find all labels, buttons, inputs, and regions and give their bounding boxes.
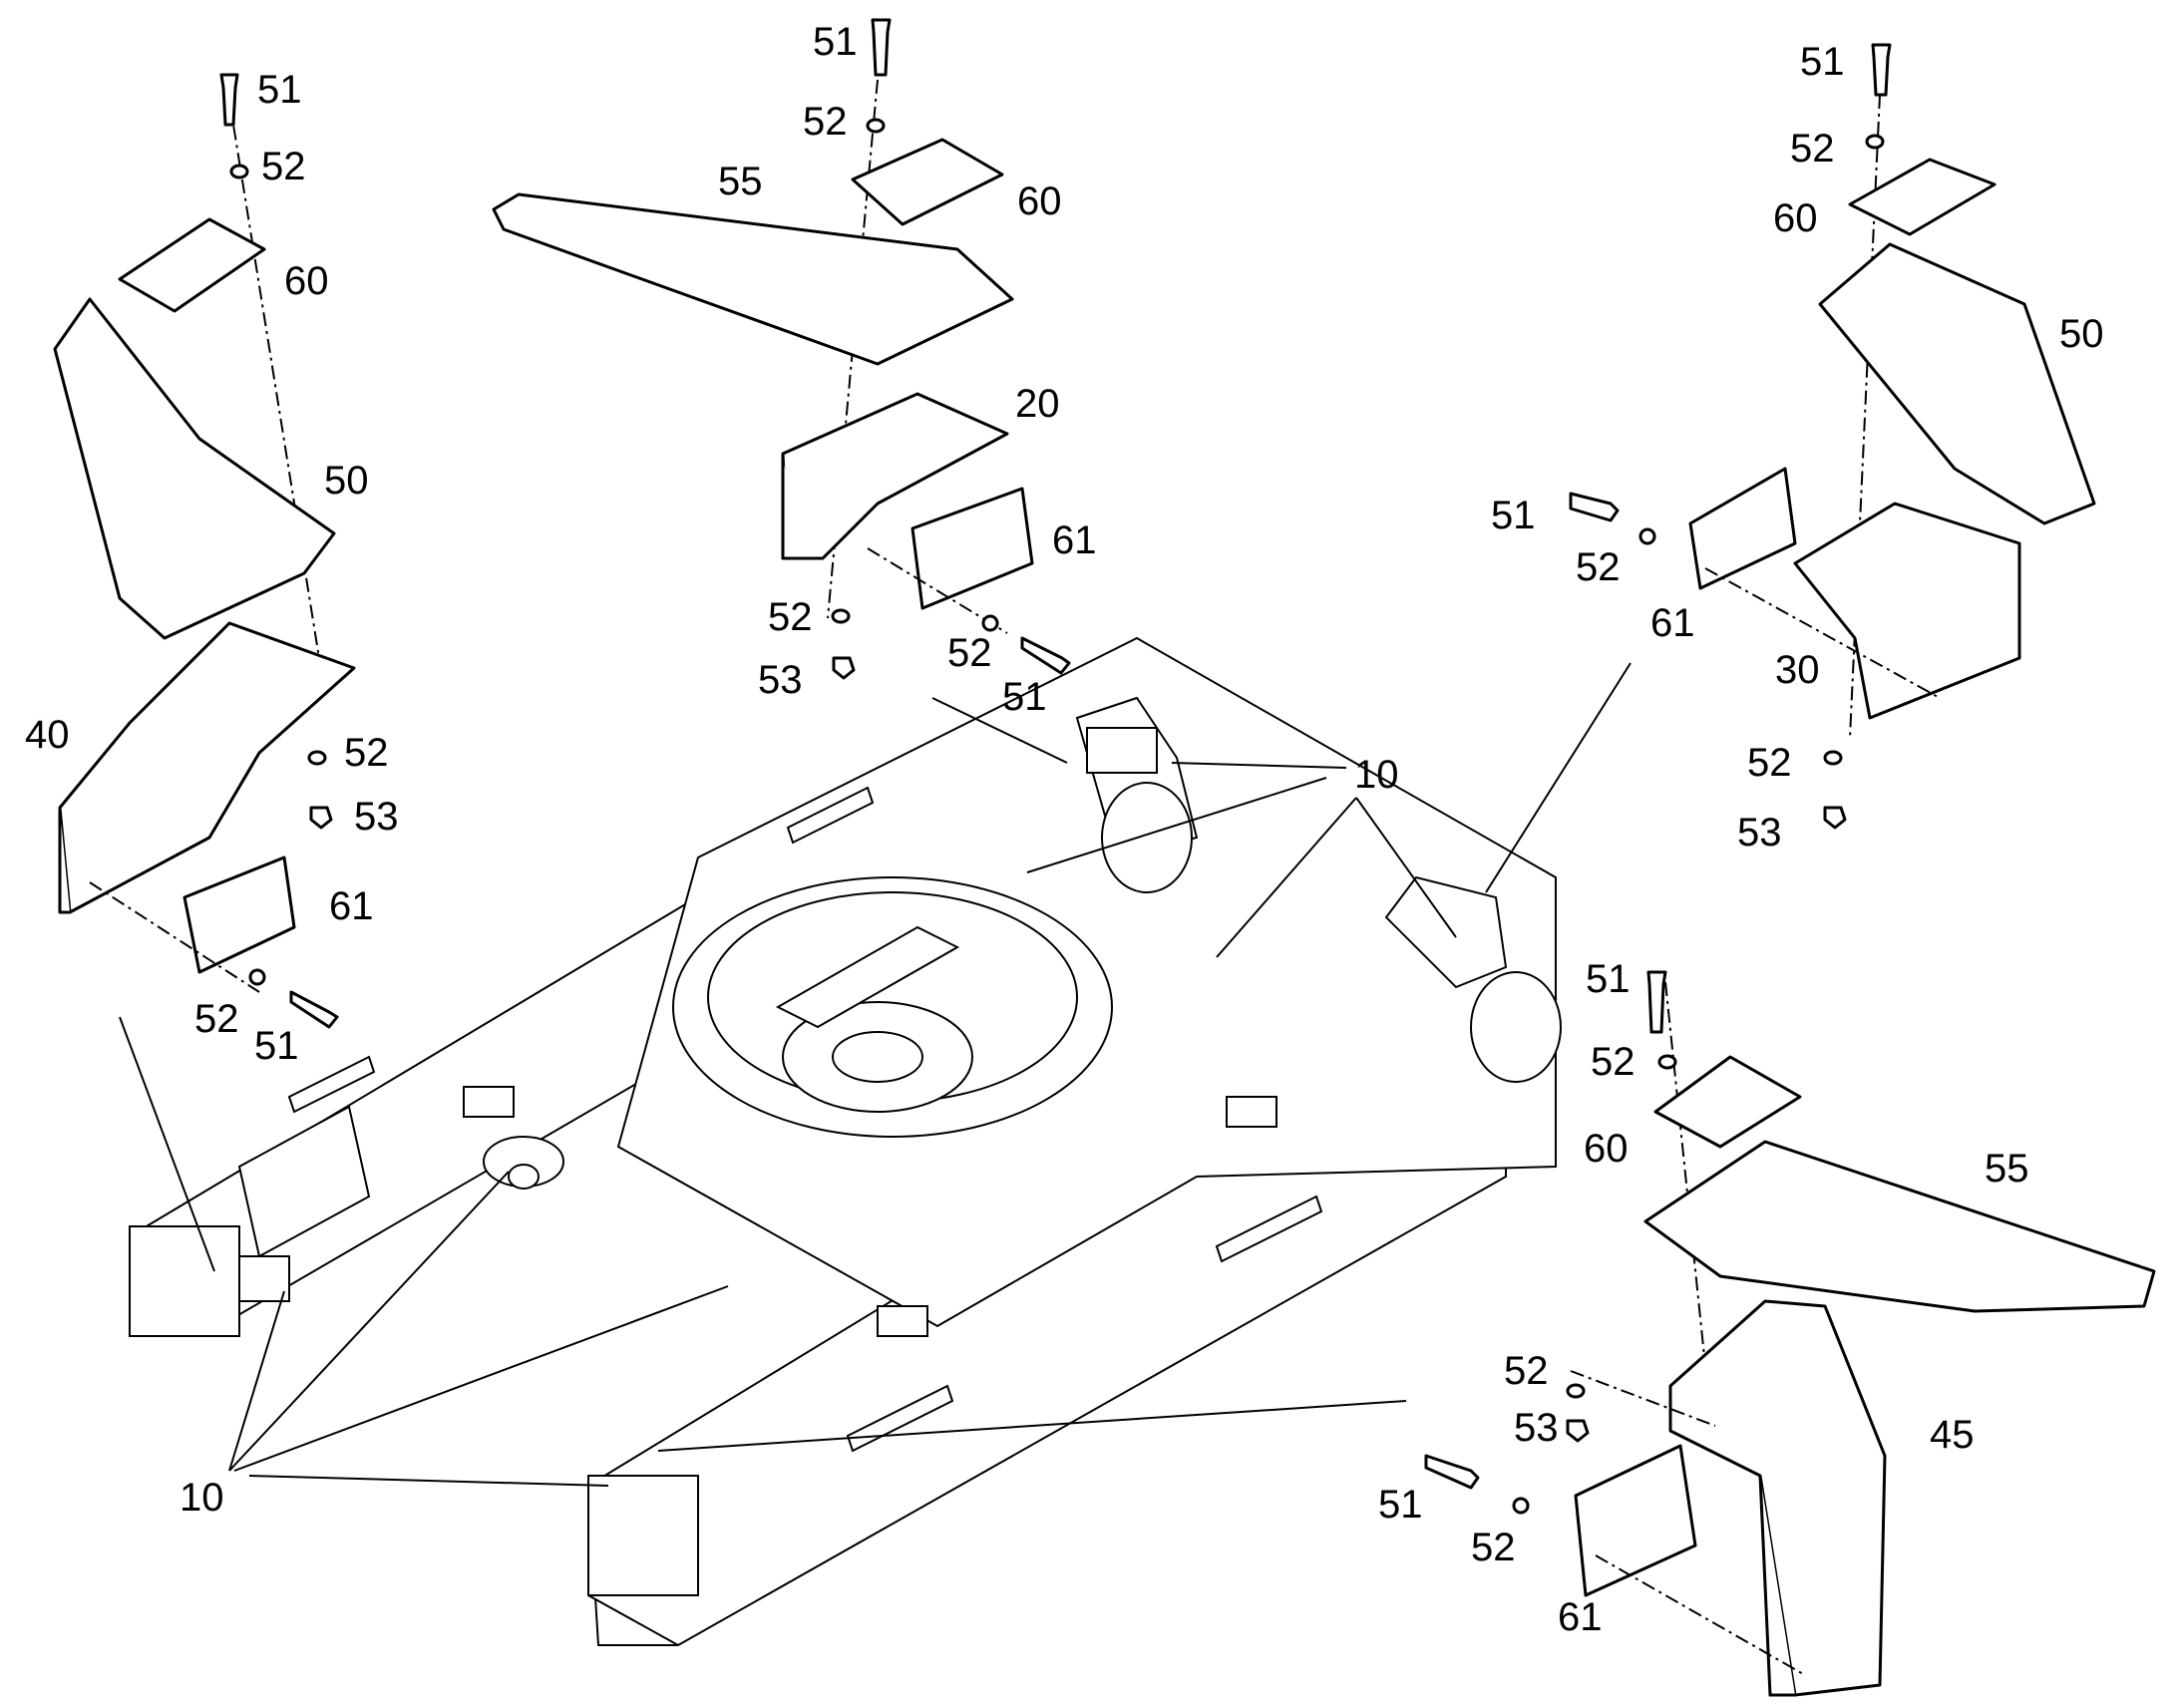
bolt-51b-tc [1020, 636, 1071, 675]
label-55-tc: 55 [718, 160, 763, 203]
nut-53-tc [832, 656, 856, 680]
callout-labels: 51 52 60 50 40 52 53 61 52 51 51 52 55 6… [25, 20, 2104, 1639]
nut-53-tl [309, 806, 333, 830]
washer-52-tl [229, 164, 249, 179]
label-60-br: 60 [1584, 1127, 1629, 1171]
plate-55-br [1643, 1140, 2156, 1313]
label-55-br: 55 [1985, 1147, 2029, 1191]
top-left-assembly [53, 73, 356, 1272]
label-53-tl: 53 [354, 795, 399, 839]
label-60-tr: 60 [1773, 196, 1818, 240]
plate-60-br [1653, 1055, 1802, 1149]
label-51-br: 51 [1586, 957, 1631, 1001]
washer-52b-br [1566, 1383, 1586, 1399]
label-20-tc: 20 [1015, 382, 1060, 426]
block-61-tr [1688, 467, 1797, 590]
label-52c-tc: 52 [947, 631, 992, 675]
washer-52b-tr [1638, 527, 1656, 545]
label-51-tc: 51 [813, 20, 858, 64]
label-40-tl: 40 [25, 713, 70, 757]
label-30-tr: 30 [1775, 648, 1820, 692]
top-center-assembly [492, 18, 1071, 764]
label-10-bottom: 10 [180, 1476, 224, 1520]
label-10-top: 10 [1354, 753, 1399, 797]
nut-53-tr [1823, 806, 1847, 830]
washer-52-br [1657, 1054, 1677, 1070]
label-51b-br: 51 [1378, 1483, 1423, 1527]
label-52c-br: 52 [1471, 1526, 1516, 1569]
label-51-tr: 51 [1800, 40, 1845, 84]
label-53-tr: 53 [1737, 811, 1782, 854]
label-53-br: 53 [1514, 1406, 1559, 1450]
washer-52c-br [1512, 1497, 1530, 1515]
bolt-51b-tl [289, 990, 339, 1029]
nut-53-br [1566, 1419, 1590, 1443]
block-61-tc [910, 487, 1034, 610]
plate-60-tl [118, 217, 266, 313]
label-52c-tl: 52 [194, 997, 239, 1041]
bolt-51-br [1646, 970, 1667, 1034]
label-52b-tr: 52 [1576, 545, 1621, 589]
label-61-br: 61 [1558, 1595, 1603, 1639]
bolt-51b-br [1424, 1454, 1480, 1490]
bracket-45-br [1668, 1299, 1887, 1697]
washer-52-tc [866, 118, 886, 134]
bolt-51-tl [219, 73, 239, 127]
plate-60-tr [1848, 158, 1997, 236]
plate-50-tr [1818, 242, 2096, 525]
label-52b-br: 52 [1504, 1349, 1549, 1393]
label-52-tc: 52 [803, 100, 848, 144]
label-51b-tc: 51 [1002, 675, 1047, 719]
block-61-br [1574, 1444, 1697, 1597]
label-51b-tr: 51 [1491, 494, 1536, 537]
undercarriage-frame [128, 636, 1562, 1646]
label-61-tc: 61 [1052, 518, 1097, 562]
washer-52b-tl [307, 750, 327, 766]
label-53-tc: 53 [758, 658, 803, 702]
label-60-tl: 60 [284, 259, 329, 303]
plate-60-tc [851, 138, 1004, 226]
label-52c-tr: 52 [1747, 741, 1792, 785]
label-51-tl: 51 [257, 68, 302, 112]
label-52-tl: 52 [261, 145, 306, 188]
label-61-tr: 61 [1650, 601, 1695, 645]
label-50-tr: 50 [2059, 312, 2104, 356]
plate-50-tl [53, 297, 336, 640]
label-50-tl: 50 [324, 459, 369, 503]
washer-52c-tl [248, 968, 266, 986]
plate-55-tc [492, 192, 1014, 366]
label-61-tl: 61 [329, 884, 374, 928]
label-51b-tl: 51 [254, 1024, 299, 1068]
bolt-51-tr [1871, 43, 1892, 97]
bolt-51b-tr [1569, 492, 1620, 522]
label-52b-tl: 52 [344, 731, 389, 775]
washer-52-tr [1865, 134, 1885, 150]
label-45-br: 45 [1930, 1413, 1975, 1457]
bracket-30-tr [1793, 502, 2021, 720]
top-right-assembly [1485, 43, 2096, 893]
washer-52c-tc [981, 614, 999, 632]
label-52-br: 52 [1591, 1040, 1635, 1084]
bolt-51-tc [871, 18, 892, 77]
block-61-tl [182, 855, 296, 974]
bracket-40-tl [58, 621, 356, 914]
label-52b-tc: 52 [768, 595, 813, 639]
washer-52c-tr [1823, 750, 1843, 766]
frame-leader-lines [228, 762, 1457, 1487]
label-60-tc: 60 [1017, 179, 1062, 223]
label-52-tr: 52 [1790, 127, 1835, 171]
bottom-right-assembly [657, 970, 2156, 1697]
washer-52b-tc [831, 608, 851, 624]
